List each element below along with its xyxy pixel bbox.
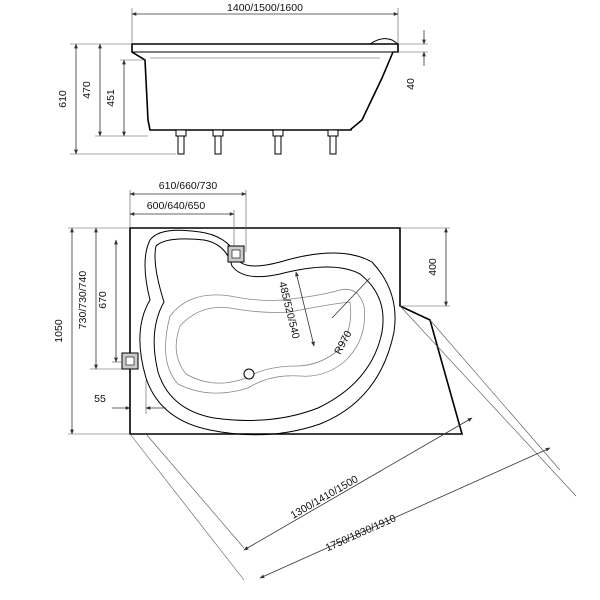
overflow-icon xyxy=(121,352,139,370)
plan-inner-height-a-label: 730/730/740 xyxy=(77,271,89,330)
side-length-label: 1400/1500/1600 xyxy=(227,2,303,14)
plan-height-label: 1050 xyxy=(53,319,65,343)
plan-inner-height-b-label: 670 xyxy=(97,291,109,309)
plan-diagonal-a-label: 1300/1410/1500 xyxy=(289,473,361,521)
tub-inner-bowl xyxy=(153,238,384,421)
tub-bottom-contour xyxy=(165,288,365,394)
leg xyxy=(177,135,185,155)
side-view: 1400/1500/1600 610 470 451 40 xyxy=(57,2,428,155)
tub-legs xyxy=(160,129,352,155)
faucet-icon xyxy=(227,245,245,263)
leg xyxy=(274,135,282,155)
side-rim-thickness-label: 40 xyxy=(405,78,417,90)
plan-width-b-label: 600/640/650 xyxy=(147,200,206,212)
tub-headrest xyxy=(369,38,399,45)
leg xyxy=(329,135,337,155)
leg xyxy=(212,129,224,137)
plan-view: 610/660/730 600/640/650 1050 730/730/740… xyxy=(53,180,577,581)
side-rim-height-label: 470 xyxy=(81,81,93,99)
leg xyxy=(272,129,284,137)
leg xyxy=(175,129,187,137)
plan-corner-offset-label: 400 xyxy=(427,258,439,276)
side-depth-label: 451 xyxy=(105,89,117,107)
plan-diagonal-b-label: 1750/1830/1910 xyxy=(324,512,398,554)
drain-circle xyxy=(243,368,255,380)
plan-drain-offset-label: 55 xyxy=(94,393,106,405)
plan-width-a-label: 610/660/730 xyxy=(159,180,218,192)
leg xyxy=(327,129,339,137)
leg xyxy=(214,135,222,155)
tub-side-profile xyxy=(131,43,399,131)
side-total-height-label: 610 xyxy=(57,90,69,108)
